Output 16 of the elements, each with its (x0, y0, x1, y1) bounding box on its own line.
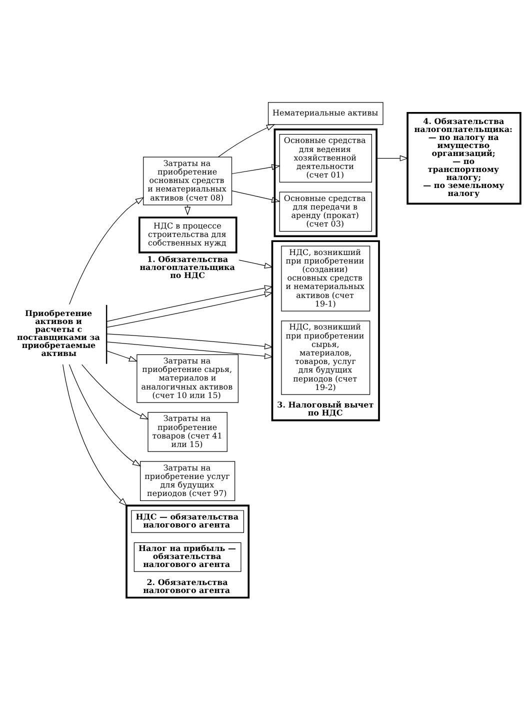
arrow (69, 196, 144, 304)
arrow (184, 204, 191, 215)
arrow (218, 124, 276, 157)
arrow (232, 190, 280, 202)
arrow (106, 341, 274, 359)
arrow (62, 364, 128, 506)
arrow (82, 364, 149, 419)
arrow (106, 290, 274, 328)
arrow (232, 164, 280, 174)
arrow (68, 364, 142, 466)
cluster (274, 128, 378, 237)
arrow (106, 333, 274, 349)
arrow (106, 284, 274, 322)
arrow (238, 259, 274, 268)
arrow (106, 350, 138, 362)
arrow (376, 154, 408, 161)
